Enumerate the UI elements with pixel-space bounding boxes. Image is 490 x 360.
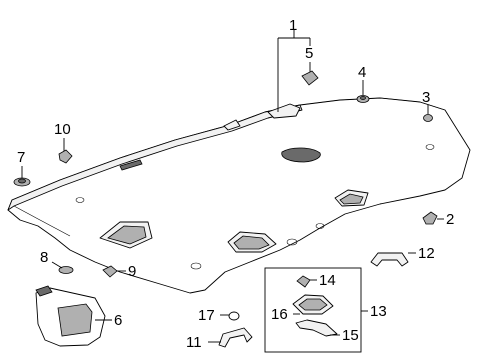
sun-visor-part-6 — [35, 285, 106, 347]
callout-10: 10 — [54, 121, 71, 138]
leader-lines — [21, 30, 444, 343]
clip-part-17 — [228, 311, 240, 321]
callout-6: 6 — [114, 312, 122, 329]
callout-17: 17 — [198, 307, 215, 324]
clip-part-5 — [301, 70, 319, 86]
callout-1: 1 — [289, 17, 297, 34]
grommet-part-4 — [356, 95, 370, 103]
callout-labels: 1 5 4 3 2 10 7 8 9 6 12 11 17 14 16 13 1… — [17, 17, 454, 351]
clip-part-10 — [58, 149, 73, 164]
callout-13: 13 — [370, 303, 387, 320]
callout-7: 7 — [17, 149, 25, 166]
callout-8: 8 — [40, 249, 48, 266]
grab-handle-part-11 — [218, 327, 253, 348]
headliner-panel — [7, 97, 471, 294]
callout-9: 9 — [128, 263, 136, 280]
grab-handle-part-12 — [370, 252, 409, 267]
callout-16: 16 — [271, 306, 288, 323]
callout-4: 4 — [358, 64, 366, 81]
callout-11: 11 — [186, 334, 202, 351]
callout-3: 3 — [422, 89, 430, 106]
callout-15: 15 — [342, 327, 359, 344]
callout-5: 5 — [305, 45, 313, 62]
retainer-part-8 — [58, 266, 74, 274]
clip-part-7 — [13, 177, 31, 187]
callout-2: 2 — [446, 211, 454, 228]
pin-part-3 — [423, 114, 433, 122]
callout-14: 14 — [319, 272, 336, 289]
callout-12: 12 — [418, 245, 435, 262]
push-clip-part-2 — [422, 211, 438, 225]
